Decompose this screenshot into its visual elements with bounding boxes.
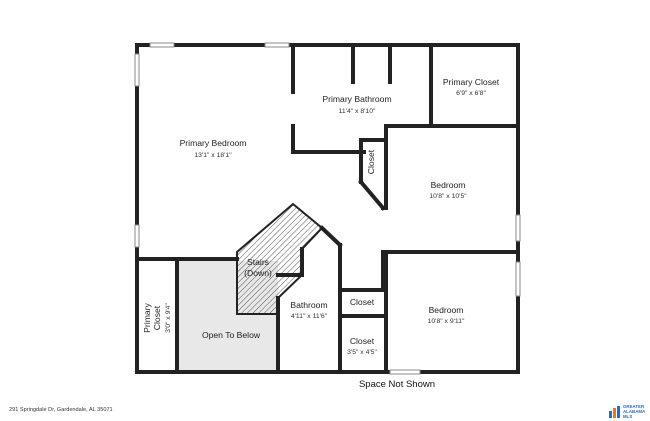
- bedroom-lower-label: Bedroom: [429, 305, 464, 315]
- logo-line3: MLS: [623, 413, 633, 419]
- primary-bathroom-label: Primary Bathroom: [322, 94, 391, 104]
- primary-bedroom-dims: 13'1" x 18'1": [194, 152, 232, 159]
- logo-line1: GREATER: [623, 404, 645, 409]
- primary-closet-left-dims: 3'0" x 9'4": [165, 303, 172, 333]
- greater-alabama-mls-logo: GREATER ALABAMA MLS: [608, 404, 648, 420]
- open-to-below-label: Open To Below: [202, 330, 261, 340]
- stairs-label-line2: (Down): [244, 268, 272, 278]
- logo-line2: ALABAMA: [623, 408, 646, 414]
- walls: [135, 43, 520, 374]
- closet-lower-dims: 3'5" x 4'5": [347, 349, 377, 356]
- bathroom-label: Bathroom: [290, 300, 327, 310]
- closet-lower-label: Closet: [350, 336, 375, 346]
- closet-vertical-label: Closet: [366, 149, 376, 174]
- bathroom-dims: 4'11" x 11'6": [291, 313, 328, 320]
- primary-closet-left-label-line2: Closet: [152, 305, 162, 330]
- bedroom-lower-dims: 10'8" x 9'11": [428, 318, 465, 325]
- stairs-label-line1: Stairs: [247, 257, 269, 267]
- primary-closet-top-dims: 6'9" x 6'8": [456, 90, 486, 97]
- closet-small-label: Closet: [350, 297, 375, 307]
- primary-bedroom-label: Primary Bedroom: [180, 138, 247, 148]
- address-text: 291 Springdale Dr, Gardendale, AL 35071: [9, 407, 113, 413]
- logo-icon: [609, 406, 620, 418]
- bedroom-upper-dims: 10'8" x 10'5": [429, 193, 467, 200]
- bedroom-upper-label: Bedroom: [431, 180, 466, 190]
- primary-closet-left-label-line1: Primary: [142, 303, 152, 333]
- primary-bathroom-dims: 11'4" x 8'10": [339, 108, 376, 115]
- windows: [134, 42, 521, 375]
- space-not-shown-label: Space Not Shown: [359, 379, 435, 390]
- primary-closet-top-label: Primary Closet: [443, 77, 500, 87]
